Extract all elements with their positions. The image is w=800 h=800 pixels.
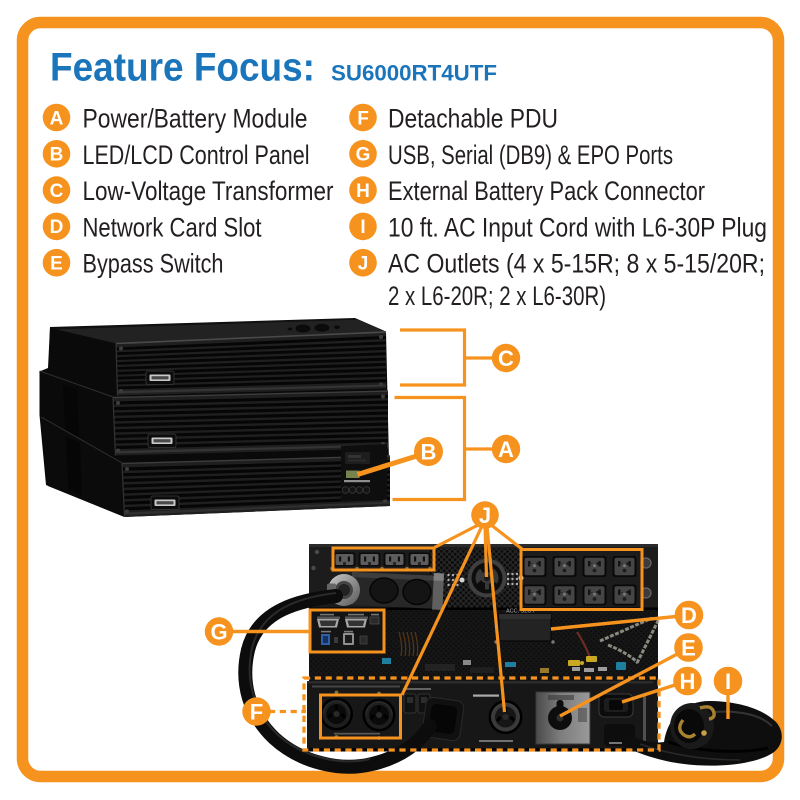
svg-text:Network Card Slot: Network Card Slot (83, 212, 262, 242)
svg-text:I: I (725, 669, 731, 694)
svg-text:ACC. SLOT: ACC. SLOT (506, 609, 536, 615)
svg-text:Feature Focus:: Feature Focus: (50, 46, 315, 90)
svg-text:SU6000RT4UTF: SU6000RT4UTF (331, 61, 497, 86)
svg-text:G: G (356, 145, 371, 166)
svg-text:B: B (421, 439, 437, 464)
svg-text:F: F (357, 108, 369, 129)
svg-text:C: C (498, 346, 514, 371)
svg-text:E: E (50, 254, 63, 275)
svg-text:2 x L6-20R; 2 x L6-30R): 2 x L6-20R; 2 x L6-30R) (388, 281, 606, 311)
svg-text:F: F (250, 699, 263, 724)
svg-text:H: H (680, 669, 696, 694)
svg-text:J: J (358, 254, 369, 275)
svg-text:Low-Voltage Transformer: Low-Voltage Transformer (83, 176, 334, 206)
svg-text:D: D (681, 603, 697, 628)
svg-text:D: D (50, 217, 64, 238)
svg-text:A: A (498, 437, 514, 462)
svg-text:Detachable PDU: Detachable PDU (388, 104, 558, 134)
svg-text:C: C (50, 181, 64, 202)
svg-text:A: A (50, 108, 64, 129)
svg-text:Bypass Switch: Bypass Switch (83, 249, 224, 279)
svg-text:10 ft. AC Input Cord with L6-3: 10 ft. AC Input Cord with L6-30P Plug (388, 212, 767, 242)
svg-text:USB, Serial (DB9) & EPO Ports: USB, Serial (DB9) & EPO Ports (388, 140, 673, 170)
svg-text:I: I (360, 217, 365, 238)
svg-text:Power/Battery Module: Power/Battery Module (83, 104, 308, 134)
svg-text:J: J (479, 503, 491, 528)
svg-text:LED/LCD Control Panel: LED/LCD Control Panel (83, 140, 310, 170)
svg-text:AC Outlets (4 x 5-15R; 8 x 5-1: AC Outlets (4 x 5-15R; 8 x 5-15/20R; (388, 249, 765, 279)
svg-text:External Battery Pack Connecto: External Battery Pack Connector (388, 176, 705, 206)
svg-text:E: E (681, 635, 696, 660)
svg-text:B: B (50, 145, 64, 166)
svg-text:G: G (210, 619, 227, 644)
svg-text:H: H (356, 181, 370, 202)
